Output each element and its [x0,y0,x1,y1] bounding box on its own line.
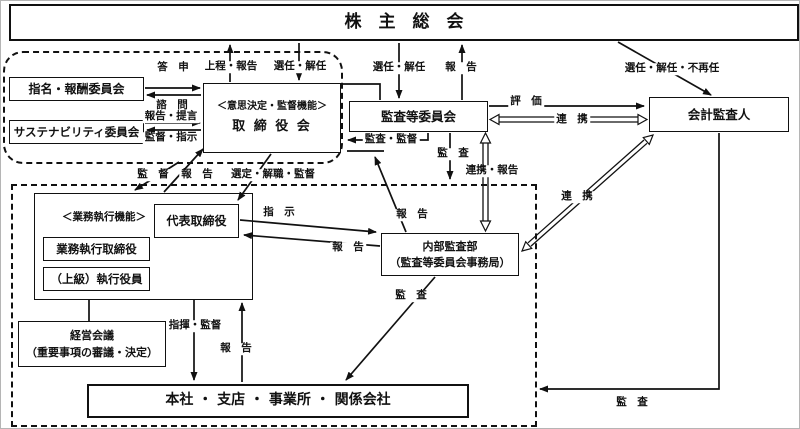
box-management-meeting: 経営会議 （重要事項の審議・決定） [18,321,166,367]
box-execution-function: ＜業務執行機能＞ [34,193,253,300]
box-representative-director: 代表取締役 [154,204,239,238]
box-board-of-directors: ＜意思決定・監督機能＞ 取 締 役 会 [203,83,341,153]
label-hokoku-torishimari: 報 告 [179,168,215,181]
label-hokoku-sokai: 報 告 [443,61,479,74]
box-internal-audit-dept: 内部監査部 （監査等委員会事務局） [381,233,519,276]
box-audit-committee: 監査等委員会 [349,101,488,132]
arrow-kansa-auditor-to-exec-zone [539,133,720,393]
box-executive-directors: 業務執行取締役 [43,237,150,261]
label-shiki-kantoku: 指揮・監督 [166,319,224,332]
hollow-arrow-renkei-hokoku-vertical [479,131,492,233]
box-sustainability-committee: サステナビリティ委員会 [9,120,144,144]
renkei-h-head-right [637,113,649,126]
execution-caption: ＜業務執行機能＞ [62,211,146,223]
label-renkei-diagonal: 連 携 [559,190,595,203]
management-meeting-line2: （重要事項の審議・決定） [26,345,158,359]
zone-decision-supervision [3,51,343,164]
label-toshin: 答 申 [155,61,191,74]
label-hokoku-honsha: 報 告 [218,342,254,355]
box-accounting-auditor: 会計監査人 [649,97,789,132]
label-sentei-kaishoku: 選定・解職・監督 [229,168,317,181]
label-shimon: 諮 問 [154,99,190,112]
board-caption: ＜意思決定・監督機能＞ [217,101,327,113]
label-kansa-kaikei: 監 査 [614,396,650,409]
label-sennin-kainin-audit: 選任・解任 [370,61,428,74]
box-senior-executive-officers: （上級）執行役員 [43,267,150,291]
label-hokoku-naibu-daihyo: 報 告 [330,241,366,254]
internal-audit-line2: （監査等委員会事務局） [389,255,511,269]
label-kantoku-shiji: 監督・指示 [142,131,200,144]
board-name: 取 締 役 会 [232,118,312,134]
box-offices-affiliates: 本社 ・ 支店 ・ 事業所 ・ 関係会社 [87,384,469,418]
arrow-shiji [239,219,377,235]
label-sennin-fusainin: 選任・解任・不再任 [622,62,722,75]
label-renkei-horizontal: 連 携 [554,113,590,126]
label-kansa-kantoku: 監査・監督 [362,133,420,146]
line-board-to-audit-committee [342,83,381,100]
internal-audit-line1: 内部監査部 [422,239,478,253]
management-meeting-line1: 経営会議 [70,328,114,342]
label-jotei-hokoku: 上程・報告 [202,60,260,73]
renkei-d-head-bottom [521,240,533,252]
label-kansa-naibu: 監 査 [393,289,429,302]
label-shiji: 指 示 [261,206,297,219]
renkei-v-head-bottom [479,220,492,233]
box-nomination-committee: 指名・報酬委員会 [9,77,144,101]
zone-business-execution [11,184,537,427]
renkei-d-head-top [642,134,654,146]
label-kansa-iinkai: 監 査 [435,147,471,160]
label-hokoku-teigen: 報告・提言 [142,110,200,123]
renkei-h-head-left [488,113,500,126]
label-renkei-hokoku: 連携・報告 [463,164,521,177]
box-shareholders-meeting: 株 主 総 会 [9,4,799,41]
renkei-v-head-top [479,131,492,144]
label-kantoku: 監 督 [135,168,171,181]
label-hyoka: 評 価 [508,95,544,108]
label-sennin-kainin-board: 選任・解任 [271,60,329,73]
label-hokoku-naibu-board: 報 告 [394,208,430,221]
